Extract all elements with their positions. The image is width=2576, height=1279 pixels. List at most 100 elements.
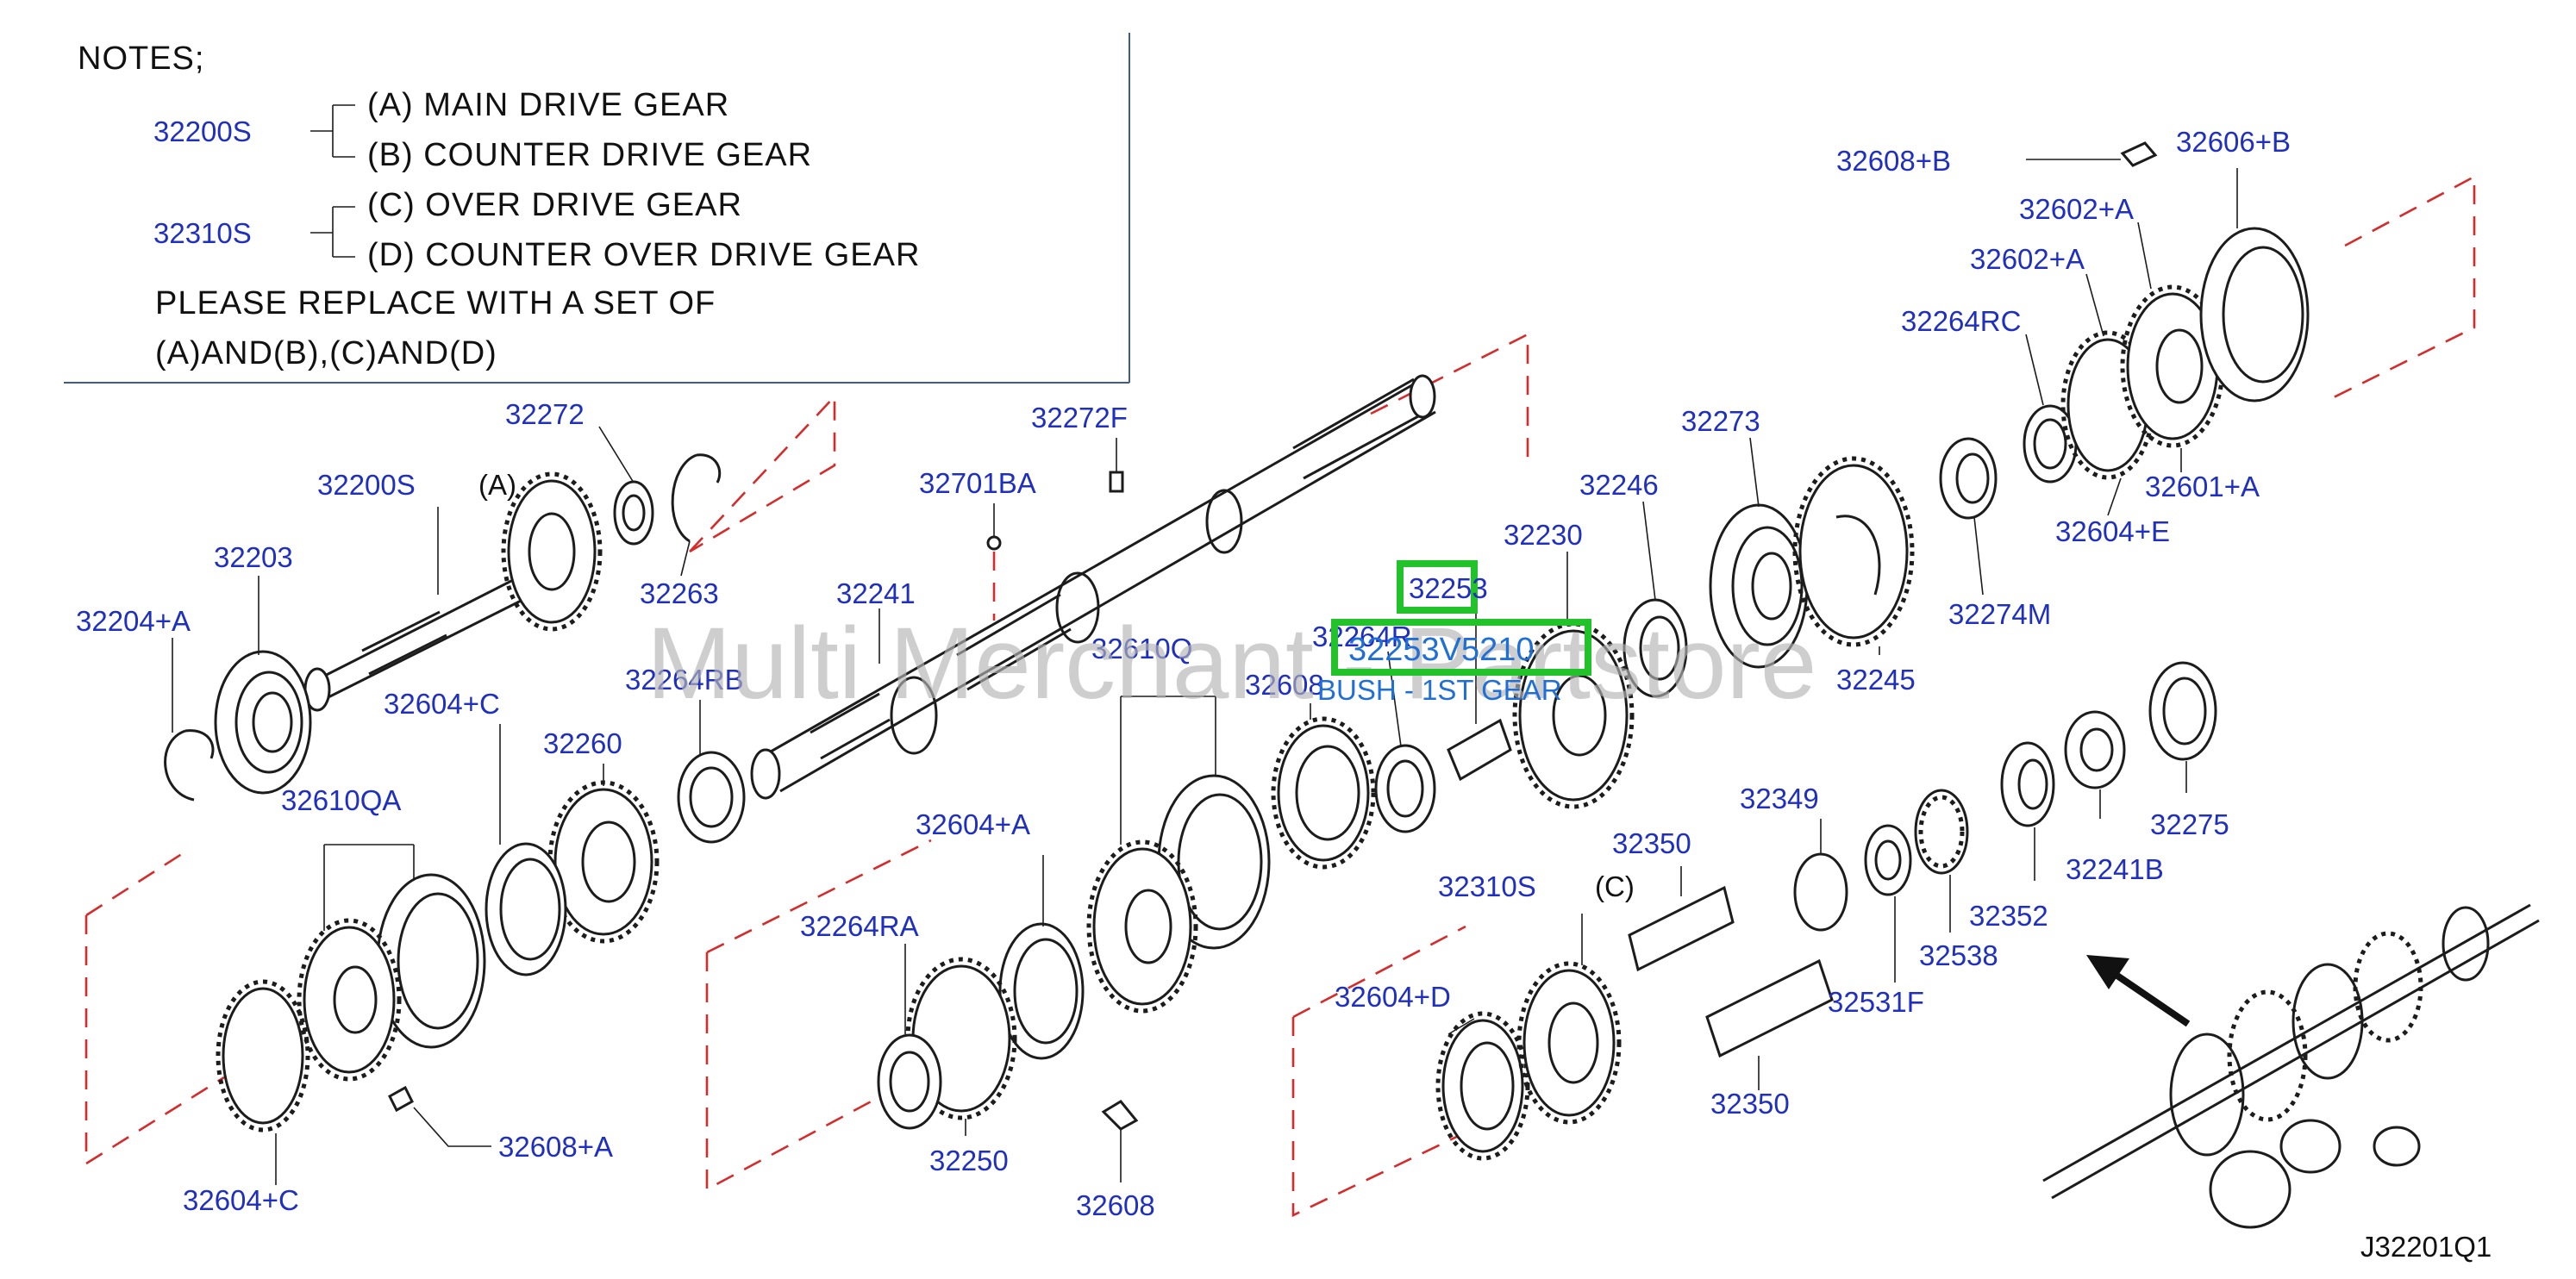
callout-32264rc[interactable]: 32264RC [1901, 305, 2021, 337]
ring-32608-teeth [1271, 716, 1376, 870]
guide-mainshaft-right [1370, 332, 1529, 465]
overdrive-group [1435, 661, 2217, 1161]
callout-32250[interactable]: 32250 [929, 1145, 1009, 1176]
callout-32310s[interactable]: 32310S [1438, 870, 1536, 902]
gear-32310s-teeth [1516, 961, 1622, 1125]
gear-a-teeth [501, 471, 603, 632]
hub-32610qa [303, 926, 396, 1074]
gear-32260 [553, 788, 653, 936]
thumbnail-gear-2 [2227, 989, 2308, 1122]
callout-32264r[interactable]: 32264R [1312, 621, 1412, 652]
callout-32274m[interactable]: 32274M [1948, 598, 2051, 630]
leader-32246 [1642, 501, 1656, 601]
needle-bearing-32264rc-inner [2033, 418, 2067, 470]
callout-32610qa[interactable]: 32610QA [281, 784, 401, 816]
ring-32604d [1441, 1019, 1524, 1153]
thumbnail-fork-1 [2209, 1150, 2292, 1229]
callout-32245[interactable]: 32245 [1836, 664, 1916, 696]
callout-32273[interactable]: 32273 [1681, 405, 1760, 437]
callout-32701ba[interactable]: 32701BA [919, 467, 1036, 499]
callout-32204a[interactable]: 32204+A [76, 605, 191, 637]
leader-32264rc [2025, 334, 2044, 406]
ring-32604c-upper-inner [499, 858, 561, 961]
thumbnail-shaft [2042, 903, 2540, 1200]
notes-group1-code[interactable]: 32200S [153, 115, 252, 147]
collar-32274m-inner [1955, 452, 1990, 504]
guide-right-top [2331, 174, 2476, 400]
snap-ring-32204a [164, 729, 215, 802]
mainshaft-spline-mid [956, 593, 1072, 691]
callout-32350-bot[interactable]: 32350 [1710, 1088, 1790, 1120]
callout-32272f[interactable]: 32272F [1031, 402, 1128, 434]
callout-32263[interactable]: 32263 [640, 577, 719, 609]
gear-32245-inner [1835, 515, 1881, 596]
notes-group2-code[interactable]: 32310S [153, 217, 252, 249]
direction-arrow-head [2086, 955, 2129, 989]
washer-32246-inner [1639, 615, 1680, 681]
thumbnail-fork-2 [2279, 1119, 2342, 1174]
callout-32230[interactable]: 32230 [1504, 519, 1583, 551]
gear-32310s [1522, 969, 1616, 1117]
direction-arrow-shaft [2110, 969, 2191, 1027]
callout-32608a[interactable]: 32608+A [498, 1131, 613, 1163]
notes-group1-a: (A) MAIN DRIVE GEAR [367, 87, 729, 123]
main-drive-spline [361, 610, 447, 676]
callout-32604e[interactable]: 32604+E [2055, 515, 2170, 547]
callout-32604d[interactable]: 32604+D [1335, 981, 1451, 1013]
leader-32608a [413, 1107, 491, 1147]
callout-32200s[interactable]: 32200S [317, 469, 416, 501]
callout-32604a[interactable]: 32604+A [916, 808, 1030, 840]
callout-32606b[interactable]: 32606+B [2176, 126, 2291, 158]
ring-32608-inner [1295, 745, 1360, 841]
leader-32604e [2107, 477, 2122, 516]
callout-32264ra[interactable]: 32264RA [800, 910, 919, 942]
needle-bearing-32264r-inner [1386, 759, 1424, 818]
callout-32531f[interactable]: 32531F [1828, 986, 1924, 1018]
insert-32608a [388, 1085, 414, 1113]
callout-32604c-bot[interactable]: 32604+C [183, 1184, 299, 1216]
callout-32241[interactable]: 32241 [836, 577, 916, 609]
callout-32601a[interactable]: 32601+A [2145, 471, 2260, 502]
insert-32608-bottom [1101, 1100, 1139, 1131]
callout-32264rb[interactable]: 32264RB [625, 664, 744, 696]
hub-32610q [1092, 847, 1192, 1006]
callout-32350-top[interactable]: 32350 [1612, 827, 1691, 859]
callout-32241b[interactable]: 32241B [2066, 853, 2164, 885]
callout-32608-mid[interactable]: 32608 [1245, 669, 1324, 701]
leader-lines [172, 159, 2238, 1185]
callout-32608-bot[interactable]: 32608 [1076, 1189, 1155, 1221]
callout-32604c-top[interactable]: 32604+C [384, 688, 500, 720]
washer-32531f [1864, 824, 1912, 896]
callout-32602a-1[interactable]: 32602+A [1970, 243, 2085, 275]
bearing-32203-inner [252, 691, 293, 753]
right-group [1709, 141, 2310, 669]
thumbnail-gear-3 [2292, 963, 2364, 1080]
callout-32610q[interactable]: 32610Q [1091, 633, 1192, 664]
ring-32604d-teeth [1435, 1011, 1530, 1161]
callout-32602a-2[interactable]: 32602+A [2019, 193, 2134, 225]
callout-32272[interactable]: 32272 [505, 398, 585, 430]
shim-32350-upper [1628, 885, 1735, 972]
nut-32241b [2064, 710, 2126, 789]
gear-32260-hub [581, 820, 636, 903]
ring-32604c-upper [485, 842, 567, 976]
leader-32604d [1447, 1018, 1475, 1035]
gear-a [507, 479, 597, 624]
gear-32245-teeth [1792, 456, 1915, 647]
bearing-32203 [214, 650, 312, 795]
callout-32352[interactable]: 32352 [1969, 900, 2048, 932]
callout-32275[interactable]: 32275 [2150, 808, 2229, 840]
callout-32253[interactable]: 32253 [1409, 572, 1488, 604]
callout-32260[interactable]: 32260 [543, 727, 622, 759]
callout-32246[interactable]: 32246 [1579, 469, 1659, 501]
callout-32349[interactable]: 32349 [1740, 783, 1819, 814]
nut-32241b-inner [2079, 727, 2114, 772]
guide-mid-bottom [705, 952, 949, 1192]
needle-bearing-32264ra [877, 1033, 942, 1130]
callout-32203[interactable]: 32203 [214, 541, 293, 573]
hub-32610q-bore [1124, 889, 1172, 964]
callout-32608b[interactable]: 32608+B [1836, 145, 1951, 177]
mainshaft-pilot [750, 748, 781, 800]
callout-32538[interactable]: 32538 [1919, 939, 1998, 971]
highlight-part-code[interactable]: 32253V5210 [1348, 632, 1535, 668]
